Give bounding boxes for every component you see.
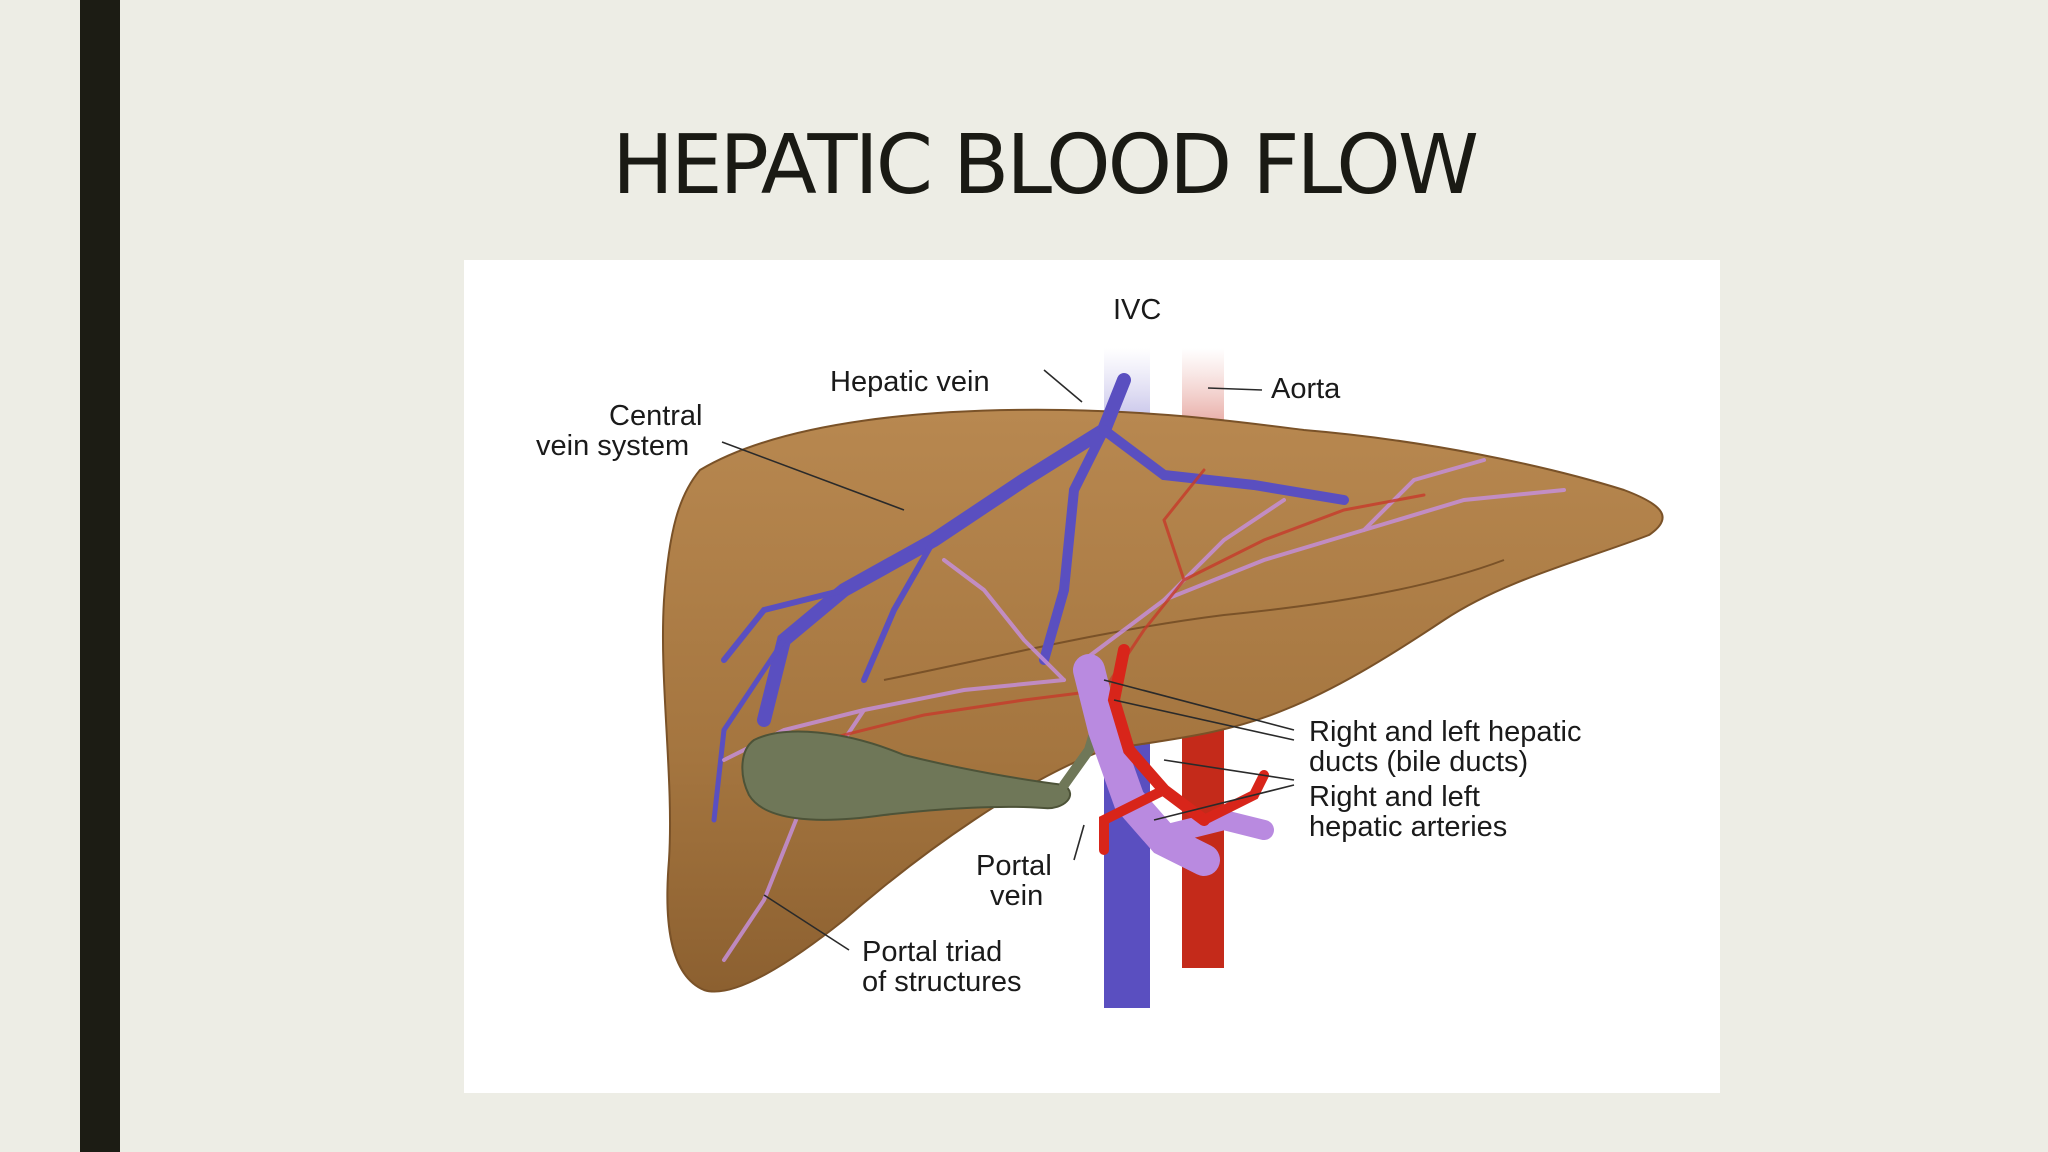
liver-diagram: IVC Hepatic vein Aorta Central vein syst… bbox=[464, 260, 1720, 1093]
label-hepatic-ducts-1: Right and left hepatic bbox=[1309, 716, 1581, 748]
slide-title: HEPATIC BLOOD FLOW bbox=[612, 118, 1479, 213]
label-ivc: IVC bbox=[1113, 294, 1161, 326]
leader-lines bbox=[721, 369, 1295, 951]
label-aorta: Aorta bbox=[1271, 373, 1341, 405]
label-hepatic-vein: Hepatic vein bbox=[830, 366, 990, 398]
portal-vein-branch bbox=[1154, 809, 1274, 845]
portal-vein bbox=[1073, 654, 1220, 876]
label-central-vein-2: vein system bbox=[536, 430, 689, 462]
hepatic-vein-branches bbox=[711, 373, 1349, 823]
label-central-vein-1: Central bbox=[609, 400, 703, 432]
label-portal-triad-2: of structures bbox=[862, 966, 1022, 998]
lobe-fold bbox=[883, 559, 1505, 681]
label-hepatic-arteries-1: Right and left bbox=[1309, 781, 1480, 813]
accent-bar bbox=[80, 0, 120, 1152]
label-hepatic-arteries-2: hepatic arteries bbox=[1309, 811, 1507, 843]
label-portal-triad-1: Portal triad bbox=[862, 936, 1002, 968]
artery-network bbox=[822, 468, 1426, 742]
label-hepatic-ducts-2: ducts (bile ducts) bbox=[1309, 746, 1528, 778]
liver-illustration: IVC Hepatic vein Aorta Central vein syst… bbox=[536, 294, 1664, 1008]
gallbladder bbox=[741, 730, 1072, 821]
label-portal-vein-1: Portal bbox=[976, 850, 1052, 882]
label-portal-vein-2: vein bbox=[990, 880, 1043, 912]
